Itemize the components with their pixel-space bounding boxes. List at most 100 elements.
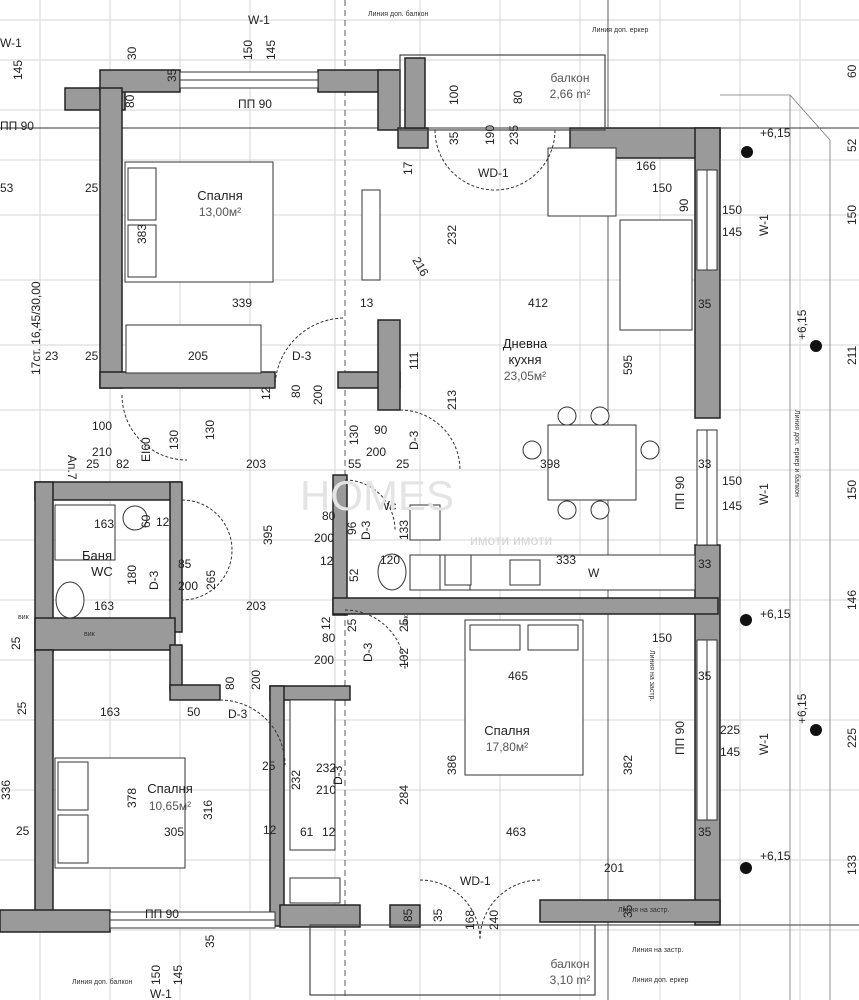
dim: 168 [463,910,477,930]
note-vik3: вик [403,614,410,626]
dim: 145 [11,60,25,80]
label-wd1-bottom: WD-1 [460,874,491,888]
dim: 35 [698,825,712,839]
room-living-name2: кухня [508,352,541,367]
dim: 120 [380,553,400,567]
dim: 232 [445,225,459,245]
dim: 235 [507,125,521,145]
label-w: W [588,566,600,580]
note-right-build: Линия на застр. [648,650,655,701]
label-pp90-right2: ПП 90 [673,721,687,755]
label-d3-f: D-3 [228,707,248,721]
dim: 100 [447,85,461,105]
dim: 80 [123,94,137,108]
dim: 25 [396,457,410,471]
dim: 133 [397,520,411,540]
label-w1-r1: W-1 [757,214,771,236]
dim: 210 [92,445,112,459]
dim: 203 [246,599,266,613]
dim: 12 [259,386,273,400]
dim: 412 [528,296,548,310]
dim: 60 [845,64,859,78]
note-bottom-build: Линия на застр. [632,947,683,954]
label-stair: 17ст. 16,45/30,00 [29,281,43,375]
dim: 35 [698,297,712,311]
dim: 23 [45,349,59,363]
dim: 102 [397,648,411,668]
dim: 200 [178,579,198,593]
dim: 150 [722,474,742,488]
dim: 145 [264,40,278,60]
label-d3-c: D-3 [147,570,161,590]
dim: 111 [407,351,421,370]
dim: 146 [845,590,859,610]
element-labels: W-1 W-1 W-1 W-1 W-1 W-1 WD-1 WD-1 D-3 D-… [0,13,809,1000]
label-wd1-top: WD-1 [478,166,509,180]
label-pp90-left: ПП 90 [0,119,34,133]
dim: 180 [125,565,139,585]
dim: 145 [720,745,740,759]
label-lvl2: +6,15 [795,309,809,340]
dim: 316 [201,800,215,820]
dim: 336 [0,780,13,800]
dim: 60 [139,514,153,528]
dim: 133 [845,855,859,875]
label-w1-bottom: W-1 [150,987,172,1000]
dim: 465 [508,669,528,683]
doors [121,129,556,941]
dim: 25 [85,181,99,195]
dim: 150 [845,480,859,500]
dim: 13 [360,296,374,310]
note-bottom-balcony: Линия доп. балкон [72,978,133,986]
dim: 90 [374,423,388,437]
dim: 378 [125,788,139,808]
dim: 12 [156,515,170,529]
dim: 80 [511,90,525,104]
level-markers [740,146,822,874]
dim: 150 [149,965,163,985]
dim: 12 [263,823,277,837]
note-right-vertical: Линия доп. еркер и балкон [793,410,801,497]
dim: 85 [401,908,415,922]
dim: 82 [116,457,130,471]
windows [109,71,718,929]
label-d3-d: D-3 [359,520,373,540]
dimension-labels: 150 145 30 145 80 35 25 383 339 13 216 2… [0,40,859,985]
dim: 25 [16,824,30,838]
dim: 80 [289,384,303,398]
room-balcony-top-name: балкон [551,71,590,85]
dim: 200 [311,385,325,405]
dim: 200 [314,531,334,545]
label-pp90-bottom: ПП 90 [145,907,179,921]
dim: 33 [698,557,712,571]
dim: 55 [348,457,362,471]
label-d3-g: D-3 [331,765,345,785]
note-bottom-build2: Линия на застр. [618,907,669,914]
dim: 150 [241,40,255,60]
dim: 35 [698,669,712,683]
dim: 130 [347,425,361,445]
dim: 265 [204,570,218,590]
room-balcony-bottom-area: 3,10 m² [550,973,591,987]
dim: 225 [720,723,740,737]
dim: 130 [203,420,217,440]
label-pp90-right1: ПП 90 [673,476,687,510]
dim: 232 [289,770,303,790]
dim: 395 [261,525,275,545]
dim: 225 [845,728,859,748]
dim: 145 [722,499,742,513]
note-vik2: вик [84,631,96,638]
dim: 25 [86,457,100,471]
label-ei60: EI60 [139,437,153,462]
room-bedroom2-area: 10,65м² [149,799,191,813]
dim: 17 [401,161,415,175]
dim: 145 [722,225,742,239]
room-bedroom1-name: Спалня [197,188,242,203]
dim: 383 [135,224,149,244]
dim: 96 [345,521,359,535]
dim: 216 [409,255,431,280]
dim: 90 [677,198,691,212]
label-d3-e: D-3 [361,642,375,662]
label-pp90-top: ПП 90 [238,97,272,111]
